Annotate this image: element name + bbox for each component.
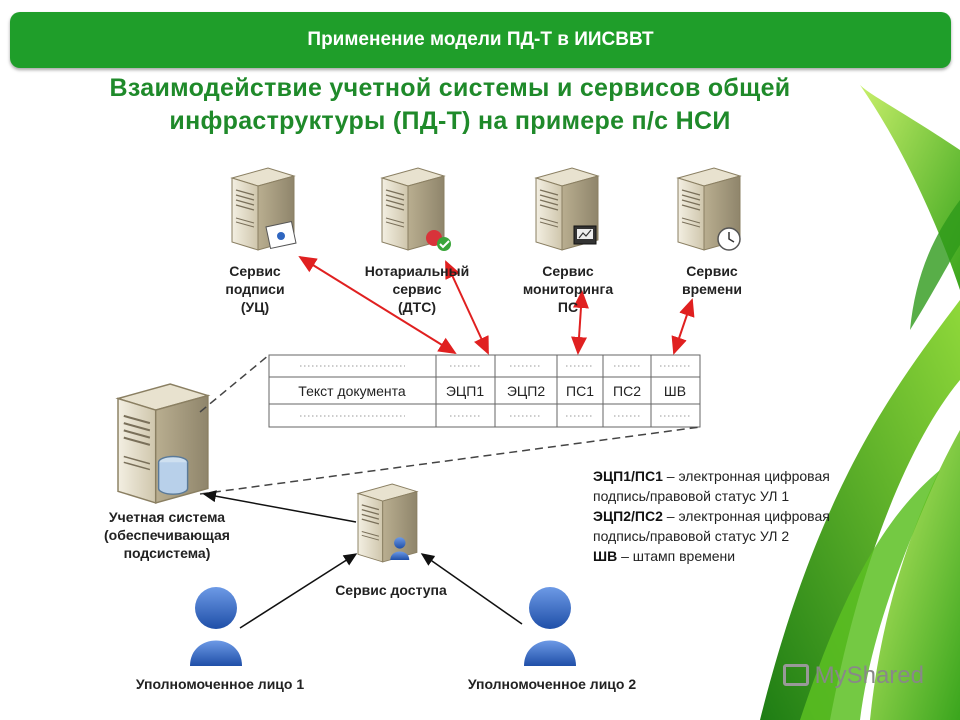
table-cell-ecp2: ЭЦП2 bbox=[507, 383, 545, 399]
person-icon bbox=[190, 587, 242, 666]
dashed-connector bbox=[199, 426, 701, 495]
legend-line: ЭЦП1/ПС1 – электронная цифровая bbox=[593, 468, 830, 484]
monitor-icon bbox=[573, 225, 597, 245]
server-time bbox=[677, 167, 741, 251]
legend: ЭЦП1/ПС1 – электронная цифровая подпись/… bbox=[593, 466, 893, 566]
table-cell-text: Текст документа bbox=[298, 383, 406, 399]
table-cell-ps2: ПС2 bbox=[613, 383, 641, 399]
server-monitoring bbox=[535, 167, 599, 251]
red-arrow bbox=[298, 255, 457, 355]
server-access bbox=[357, 483, 418, 563]
user-icon bbox=[390, 537, 410, 560]
header-bar: Применение модели ПД-Т в ИИСВВТ bbox=[10, 12, 951, 68]
leaf-shape bbox=[870, 430, 960, 720]
server-signature bbox=[231, 167, 297, 251]
database-icon bbox=[157, 455, 189, 495]
clock-icon bbox=[717, 227, 741, 251]
user-label-2: Уполномоченное лицо 2 bbox=[467, 676, 637, 692]
server-notary bbox=[381, 167, 451, 251]
access-service-label: Сервис доступа bbox=[335, 582, 447, 598]
document-table: Текст документа ЭЦП1 ЭЦП2 ПС1 ПС2 ШВ bbox=[268, 354, 701, 428]
subtitle-line-1: Взаимодействие учетной системы и сервисо… bbox=[109, 74, 791, 102]
user-label-1: Уполномоченное лицо 1 bbox=[135, 676, 305, 692]
legend-line: подпись/правовой статус УЛ 1 bbox=[593, 488, 790, 504]
black-arrow bbox=[202, 490, 357, 523]
subtitle-line-2: инфраструктуры (ПД-Т) на примере п/с НСИ bbox=[169, 107, 731, 135]
accounting-system-label: Учетная система (обеспечивающая подсисте… bbox=[104, 509, 230, 561]
dashed-connector bbox=[199, 354, 270, 413]
leaf-shape bbox=[860, 85, 960, 290]
black-arrow bbox=[420, 553, 523, 625]
table-cell-ecp1: ЭЦП1 bbox=[446, 383, 484, 399]
leaf-shape bbox=[760, 300, 960, 720]
watermark: MyShared bbox=[782, 662, 924, 690]
presentation-icon bbox=[782, 664, 809, 686]
person-icon bbox=[524, 587, 576, 666]
red-arrow bbox=[445, 260, 489, 355]
red-arrow bbox=[671, 298, 695, 355]
legend-line: ШВ – штамп времени bbox=[593, 548, 736, 564]
slide-title: Применение модели ПД-Т в ИИСВВТ bbox=[307, 29, 654, 50]
service-label-time: Сервис времени bbox=[682, 263, 742, 297]
leaf-shape bbox=[800, 470, 940, 720]
server-accounting bbox=[116, 382, 209, 504]
black-arrow bbox=[239, 553, 358, 629]
table-cell-timestamp: ШВ bbox=[664, 383, 686, 399]
leaf-shape bbox=[910, 200, 960, 330]
table-cell-ps1: ПС1 bbox=[566, 383, 594, 399]
red-arrow bbox=[571, 290, 589, 355]
service-label-monitoring: Сервис мониторинга ПС bbox=[522, 263, 614, 315]
certificate-icon bbox=[265, 220, 297, 250]
legend-line: подпись/правовой статус УЛ 2 bbox=[593, 528, 790, 544]
service-label-signature: Сервис подписи (УЦ) bbox=[225, 263, 285, 315]
service-label-notary: Нотариальный сервис (ДТС) bbox=[364, 263, 470, 315]
stamp-check-icon bbox=[426, 230, 451, 251]
legend-line: ЭЦП2/ПС2 – электронная цифровая bbox=[593, 508, 830, 524]
diagram-subtitle: Взаимодействие учетной системы и сервисо… bbox=[20, 72, 880, 138]
